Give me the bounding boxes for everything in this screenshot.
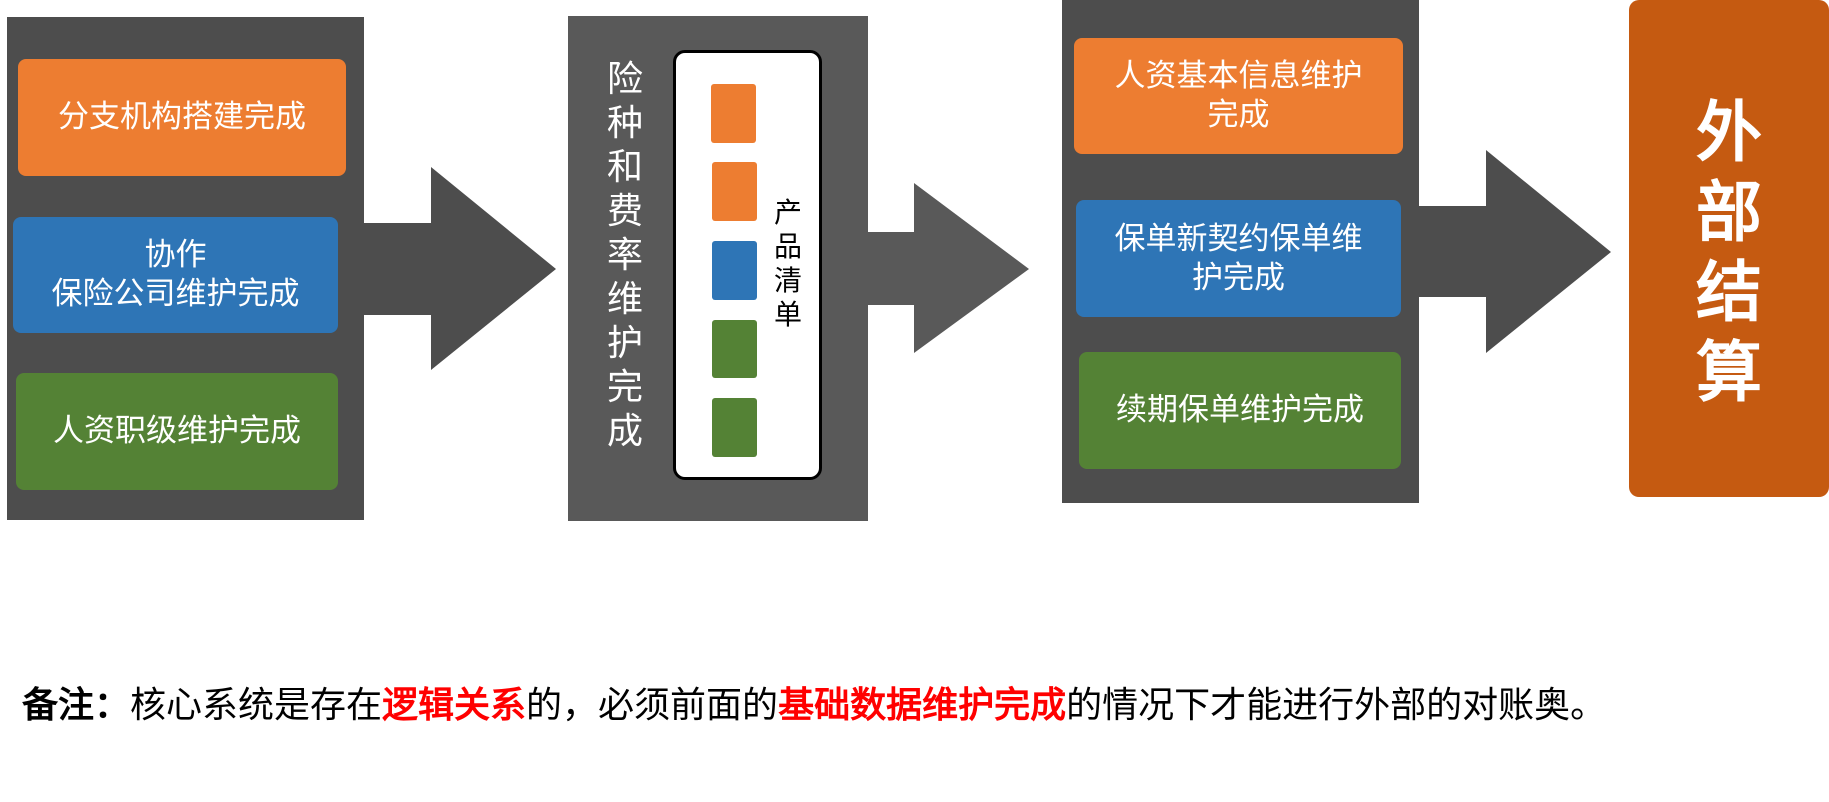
footnote: 备注：核心系统是存在逻辑关系的，必须前面的基础数据维护完成的情况下才能进行外部的… [22,676,1606,728]
stage1-item-branch-setup: 分支机构搭建完成 [18,59,346,176]
stage3-item-renewal-policy: 续期保单维护完成 [1079,352,1401,469]
stage3-item-new-policy: 保单新契约保单维 护完成 [1076,200,1401,317]
stage1-item-hr-rank-maintenance: 人资职级维护完成 [16,373,338,490]
stage2-title-char: 和 [606,147,643,188]
product-swatch-green [712,398,757,457]
external-settlement-char: 外 [1696,94,1762,171]
product-swatch-orange [711,84,756,143]
product-swatch-blue [712,241,757,300]
product-list-label-char: 产 [773,196,802,229]
stage2-title-char: 护 [606,323,643,364]
stage2-title-char: 维 [606,279,643,320]
stage2-title-char: 种 [606,103,643,144]
product-list-label-char: 单 [773,298,802,331]
footnote-text: 的，必须前面的 [526,685,779,726]
product-swatch-green [712,320,757,378]
stage2-title-char: 率 [606,235,643,276]
external-settlement-box [1629,0,1829,497]
stage3-item-hr-basic-info: 人资基本信息维护 完成 [1074,38,1403,154]
stage2-title-char: 完 [606,367,643,408]
product-list-label: 产 品 清 单 [772,196,804,332]
stage2-title: 险 种 和 费 率 维 护 完 成 [603,58,647,454]
external-settlement-char: 结 [1696,254,1762,331]
product-swatch-orange [712,162,757,221]
stage2-title-char: 成 [606,411,643,452]
product-list-label-char: 清 [773,264,802,297]
external-settlement-char: 算 [1696,334,1762,411]
footnote-text: 的情况下才能进行外部的对账奥。 [1066,685,1607,726]
footnote-label: 备注： [22,685,131,726]
footnote-text: 核心系统是存在 [130,685,383,726]
arrow-1-shape [364,167,556,370]
external-settlement-char: 部 [1696,174,1762,251]
arrow-3-shape [1419,150,1611,353]
product-list-label-char: 品 [773,230,802,263]
footnote-highlight: 逻辑关系 [382,685,527,726]
stage1-item-insurer-maintenance: 协作 保险公司维护完成 [13,217,338,333]
arrow-2-shape [868,183,1029,353]
footnote-highlight: 基础数据维护完成 [778,685,1067,726]
stage2-title-char: 险 [606,59,643,100]
stage2-title-char: 费 [606,191,643,232]
external-settlement-title: 外 部 结 算 [1689,93,1769,413]
